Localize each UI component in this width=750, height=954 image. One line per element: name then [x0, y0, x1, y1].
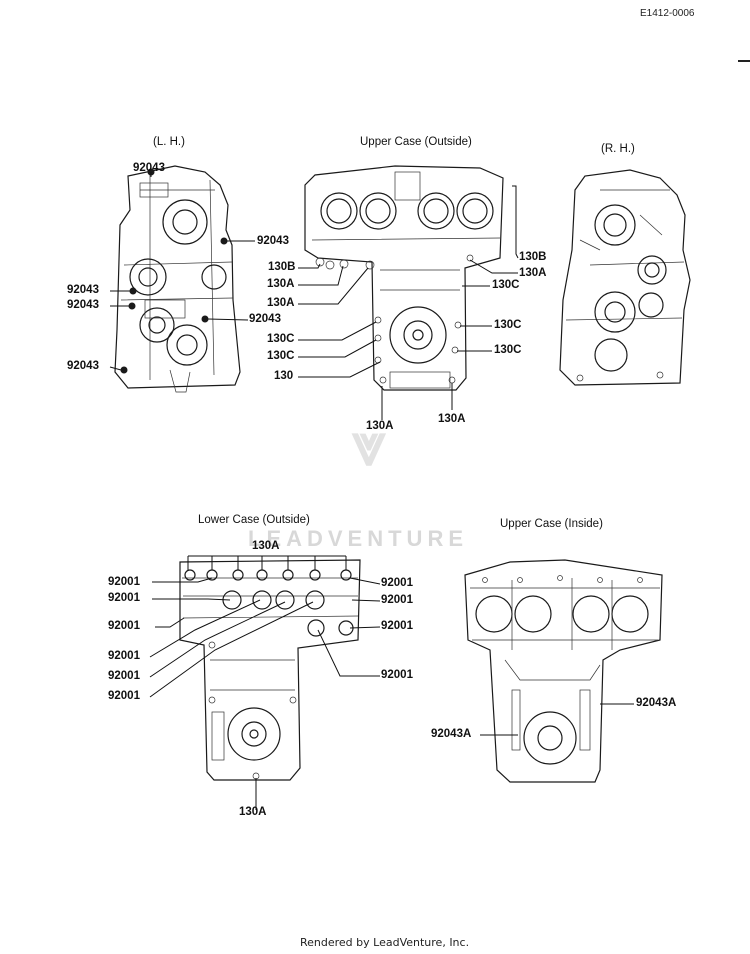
- title-lower-case-outside: Lower Case (Outside): [198, 514, 310, 526]
- callout-upper-130b-left: 130B: [268, 261, 296, 273]
- callout-lh-92043-right: 92043: [257, 235, 289, 247]
- callout-lh-92043-top: 92043: [133, 162, 165, 174]
- callout-lh-92043-left-b: 92043: [67, 299, 99, 311]
- callout-upper-130c-right-b: 130C: [494, 319, 522, 331]
- callout-lh-92043-left-a: 92043: [67, 284, 99, 296]
- callout-lower-92001-left-a: 92001: [108, 576, 140, 588]
- callout-lower-92001-right-d: 92001: [381, 669, 413, 681]
- callout-lh-92043-mid-right: 92043: [249, 313, 281, 325]
- title-right-hand: (R. H.): [601, 143, 635, 155]
- document-id: E1412-0006: [640, 8, 695, 19]
- callout-lower-130a-top: 130A: [252, 540, 280, 552]
- callout-upper-130a-bottom-right: 130A: [438, 413, 466, 425]
- callout-upper-130a-left-a: 130A: [267, 278, 295, 290]
- title-upper-case-inside: Upper Case (Inside): [500, 518, 603, 530]
- callout-upper-130c-left-b: 130C: [267, 350, 295, 362]
- watermark-text: LEADVENTURE: [248, 526, 469, 551]
- title-left-hand: (L. H.): [153, 136, 185, 148]
- title-upper-case-outside: Upper Case (Outside): [360, 136, 472, 148]
- callout-upper-130a-left-b: 130A: [267, 297, 295, 309]
- callout-upper-130c-right-c: 130C: [494, 344, 522, 356]
- callout-upper-130a-right: 130A: [519, 267, 547, 279]
- upper-case-inside-drawing: [464, 559, 663, 783]
- callout-lower-92001-left-d: 92001: [108, 650, 140, 662]
- callout-upper-130a-bottom-left: 130A: [366, 420, 394, 432]
- callout-lh-92043-bottom: 92043: [67, 360, 99, 372]
- callout-upper-130: 130: [274, 370, 294, 382]
- callout-upper-130c-right-a: 130C: [492, 279, 520, 291]
- callout-lower-92001-right-c: 92001: [381, 620, 413, 632]
- callout-inside-92043a-left: 92043A: [431, 728, 472, 740]
- leader-lines: [109, 172, 634, 810]
- rh-case-drawing: [559, 169, 691, 386]
- lh-case-drawing: [114, 165, 241, 393]
- watermark-logo: ⩔: [352, 411, 386, 478]
- callout-upper-130c-left-a: 130C: [267, 333, 295, 345]
- footer-credit: Rendered by LeadVenture, Inc.: [300, 936, 470, 949]
- callout-lower-130a-bottom: 130A: [239, 806, 267, 818]
- callout-lower-92001-left-f: 92001: [108, 690, 140, 702]
- callout-inside-92043a-right: 92043A: [636, 697, 677, 709]
- margin-tick: [738, 60, 750, 62]
- lower-case-outside-drawing: [179, 559, 361, 781]
- callout-lower-92001-left-e: 92001: [108, 670, 140, 682]
- callout-upper-130b-right: 130B: [519, 251, 547, 263]
- callout-lower-92001-left-b: 92001: [108, 592, 140, 604]
- callout-lower-92001-right-a: 92001: [381, 577, 413, 589]
- callout-lower-92001-left-c: 92001: [108, 620, 140, 632]
- upper-case-outside-drawing: [304, 165, 504, 391]
- callout-lower-92001-right-b: 92001: [381, 594, 413, 606]
